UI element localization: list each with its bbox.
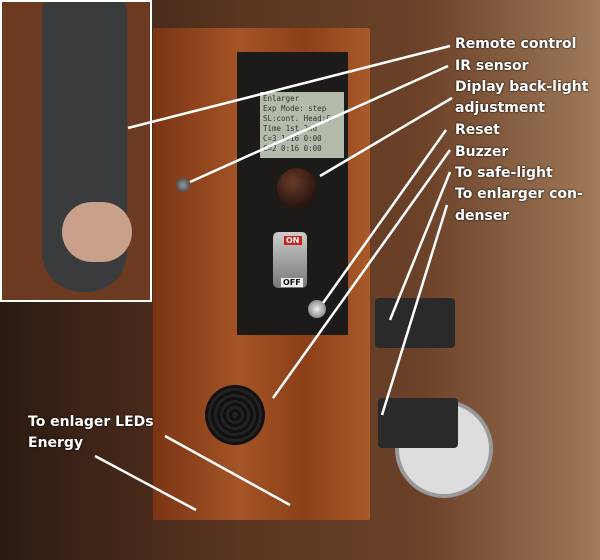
- hand: [62, 202, 132, 262]
- label-condenser-1: To enlarger con-: [455, 186, 583, 202]
- label-ir-sensor: IR sensor: [455, 58, 529, 74]
- label-leds: To enlager LEDs: [28, 414, 154, 430]
- arrow-ir: [189, 64, 449, 184]
- switch-off-label: OFF: [281, 278, 303, 287]
- backlight-knob: [277, 168, 317, 208]
- arrow-energy: [94, 454, 197, 512]
- lcd-line: C=2 0:16 0:00: [263, 144, 322, 153]
- label-buzzer: Buzzer: [455, 144, 509, 160]
- lcd-line: Exp Mode: step: [263, 104, 327, 113]
- arrow-remote: [127, 44, 451, 130]
- label-reset: Reset: [455, 122, 500, 138]
- switch-on-label: ON: [284, 236, 302, 245]
- label-display-2: adjustment: [455, 100, 546, 116]
- lcd-line: Enlarger: [263, 94, 300, 103]
- remote-inset-photo: [0, 0, 152, 302]
- arrow-reset: [321, 129, 448, 304]
- buzzer: [205, 385, 265, 445]
- lcd-line: C=3 1:16 0:00: [263, 134, 322, 143]
- arrow-leds: [164, 434, 291, 507]
- lcd-line: SL:cont. Head:C: [263, 114, 331, 123]
- lcd-display: Enlarger Exp Mode: step SL:cont. Head:C …: [260, 92, 344, 158]
- arrow-buzzer: [271, 149, 452, 399]
- label-energy: Energy: [28, 435, 84, 451]
- label-condenser-2: denser: [455, 208, 510, 224]
- arrow-condenser: [380, 204, 449, 416]
- ir-sensor: [176, 178, 190, 192]
- arrow-display: [319, 96, 453, 178]
- label-display-1: Diplay back-light: [455, 79, 589, 95]
- label-remote-control: Remote control: [455, 36, 577, 52]
- reset-button: [308, 300, 326, 318]
- condenser-connector: [378, 398, 458, 448]
- label-safe-light: To safe-light: [455, 165, 553, 181]
- arrow-safe-light: [388, 171, 452, 321]
- lcd-line: Time 1st 2nd: [263, 124, 318, 133]
